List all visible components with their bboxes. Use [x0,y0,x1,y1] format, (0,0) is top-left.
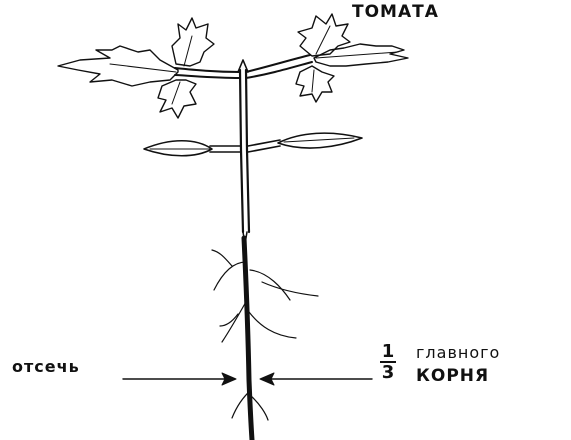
fraction-numerator: 1 [378,342,398,361]
left-upper-leaf [58,18,214,118]
lateral-roots [212,250,318,420]
upper-branches [175,55,312,78]
one-third-fraction: 1 3 [378,342,398,383]
main-root [244,238,252,440]
root-label-line2: КОРНЯ [416,366,489,386]
cut-label: отсечь [12,357,80,376]
root-label-line1: главного [416,343,500,362]
right-upper-leaf [296,14,408,102]
cotyledon-leaves [144,133,362,156]
plant-label: ТОМАТА [352,2,439,22]
stem [240,70,249,244]
fraction-denominator: 3 [378,363,398,383]
stem-tip [238,60,248,72]
